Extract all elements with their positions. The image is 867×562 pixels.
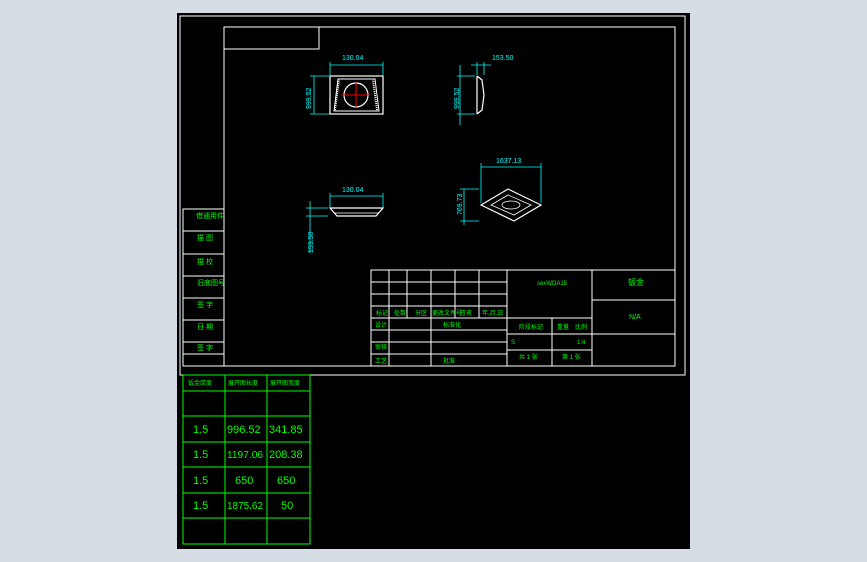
drawing-name: sexWDA15 xyxy=(537,281,568,287)
side-tab-0: 借通用件 xyxy=(196,211,224,220)
bom-row-2-length: 1197.06 xyxy=(227,450,263,461)
side-height-dim: 999.52 xyxy=(454,87,461,109)
label-approve: 批准 xyxy=(443,357,455,365)
top-view-outline xyxy=(328,207,385,217)
header-count: 处数 xyxy=(394,309,406,317)
front-view-outline xyxy=(329,75,384,115)
iso-view[interactable]: 1637.13 769.73 xyxy=(457,158,543,225)
material: N/A xyxy=(629,314,641,321)
sheet-total: 共 1 张 xyxy=(519,353,538,361)
bom-header-thickness: 钣金厚度 xyxy=(188,379,212,387)
header-sign: 签名 xyxy=(460,309,472,317)
side-tab-4: 签 字 xyxy=(197,300,213,309)
side-tab-5: 日 期 xyxy=(197,323,213,331)
bom-row-1-width: 341.85 xyxy=(269,424,303,436)
outer-border xyxy=(179,15,686,376)
code-box xyxy=(223,26,320,50)
side-width-dim: 153.50 xyxy=(492,55,514,62)
bom-table xyxy=(182,374,311,545)
bom-row-4-thickness: 1.5 xyxy=(193,500,208,512)
iso-view-outline xyxy=(479,188,543,222)
bom-row-2-width: 208.38 xyxy=(269,449,303,461)
header-mark: 标记 xyxy=(376,309,388,317)
label-process: 工艺 xyxy=(375,357,387,365)
bom-header-length: 展开图长度 xyxy=(228,379,258,387)
label-standardize: 标准化 xyxy=(443,321,461,329)
front-view[interactable]: 130.04 999.52 xyxy=(306,55,384,115)
bom-row-1-length: 996.52 xyxy=(227,424,261,436)
bom-row-3-length: 650 xyxy=(235,475,253,487)
side-tab-2: 描 校 xyxy=(197,257,213,266)
front-width-dim: 130.04 xyxy=(342,55,364,62)
top-width-dim: 130.04 xyxy=(342,187,364,194)
label-stage: 阶段标记 xyxy=(519,323,543,331)
side-tab-3: 旧底图号 xyxy=(197,278,225,287)
label-scale: 比例 xyxy=(575,323,587,331)
side-tab-6: 签 字 xyxy=(197,343,213,352)
side-view[interactable]: 153.50 999.52 xyxy=(454,55,514,125)
front-view-flange xyxy=(333,78,380,112)
side-tab-1: 描 图 xyxy=(197,233,213,242)
part-name: 钣金 xyxy=(628,277,644,287)
bom-row-2-thickness: 1.5 xyxy=(193,449,208,461)
bom-row-3-width: 650 xyxy=(277,475,295,487)
cad-drawing: 借通用件 描 图 描 校 旧底图号 签 字 日 期 签 字 13 xyxy=(179,15,686,545)
header-date: 年.月.日 xyxy=(482,309,503,317)
iso-view-hole xyxy=(501,200,521,210)
bom-row-3-thickness: 1.5 xyxy=(193,475,208,487)
stage-value: S xyxy=(511,340,515,346)
side-tabs xyxy=(182,208,225,367)
header-zone: 分区 xyxy=(415,309,427,317)
iso-view-inner xyxy=(490,194,532,216)
bom-header-width: 展开图宽度 xyxy=(270,379,300,387)
header-change-no: 更改文件号 xyxy=(432,309,462,317)
top-view[interactable]: 130.04 153.50 xyxy=(306,187,385,253)
title-block xyxy=(370,269,676,367)
bom-row-1-thickness: 1.5 xyxy=(193,424,208,436)
label-design: 设计 xyxy=(375,321,387,329)
iso-width-dim: 1637.13 xyxy=(496,158,521,165)
iso-height-dim: 769.73 xyxy=(457,193,464,215)
top-height-dim: 153.50 xyxy=(308,231,315,253)
front-height-dim: 999.52 xyxy=(306,87,313,109)
bom-row-4-length: 1875.62 xyxy=(227,501,263,512)
sheet-no: 第 1 张 xyxy=(562,353,581,361)
cad-drawing-canvas[interactable]: 借通用件 描 图 描 校 旧底图号 签 字 日 期 签 字 13 xyxy=(177,13,690,549)
label-weight: 重量 xyxy=(557,323,569,331)
bom-row-4-width: 50 xyxy=(281,500,293,512)
side-view-outline xyxy=(476,75,485,115)
scale-value: 1:4 xyxy=(577,340,586,346)
label-review: 审核 xyxy=(375,343,387,351)
